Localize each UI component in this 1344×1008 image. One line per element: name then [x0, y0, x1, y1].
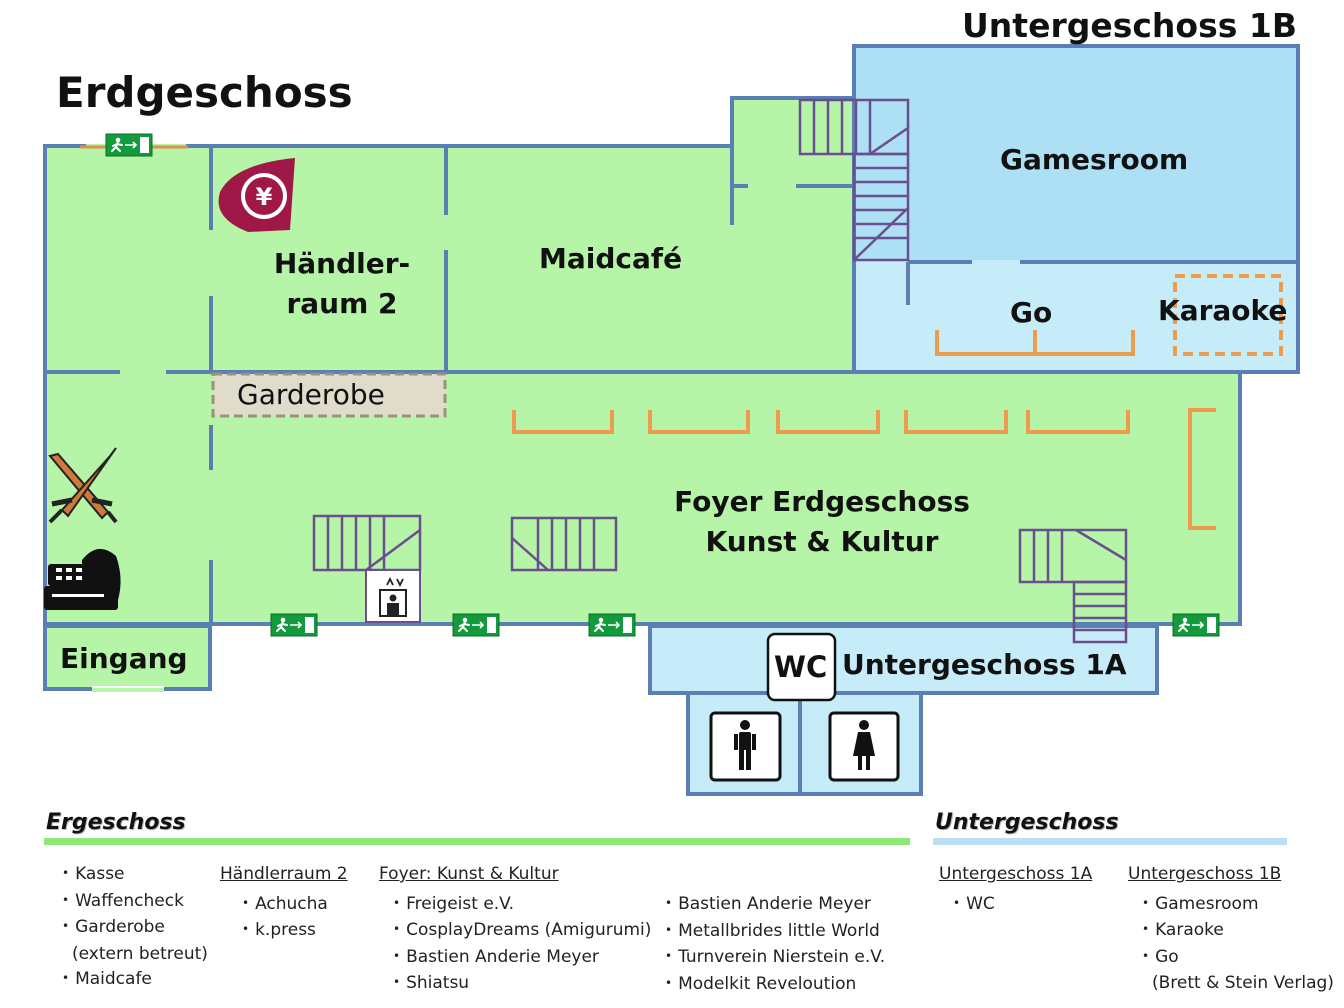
list-item: Gamesroom	[1142, 892, 1334, 919]
list-item: Shiatsu	[393, 971, 651, 998]
ground-floor-title: Erdgeschoss	[56, 68, 353, 117]
garderobe-box	[211, 372, 447, 418]
gamesroom-label: Gamesroom	[1000, 143, 1189, 176]
haendlerraum-line1: Händler-	[273, 247, 411, 280]
exit-sign-icon	[452, 613, 500, 637]
legend-ug1a: Untergeschoss 1A WC	[939, 862, 1092, 918]
tables	[512, 274, 1283, 530]
list-item: Bastien Anderie Meyer	[665, 892, 885, 919]
foyer-line1: Foyer Erdgeschoss	[674, 485, 970, 518]
interior-walls	[45, 146, 854, 626]
basement-legend-rule	[933, 838, 1287, 845]
svg-text:¥: ¥	[256, 183, 273, 211]
list-item: Achucha	[242, 892, 348, 919]
list-item: Garderobe	[62, 915, 208, 942]
list-item: CosplayDreams (Amigurumi)	[393, 918, 651, 945]
exit-sign-icon	[588, 613, 636, 637]
wc-icon	[766, 632, 837, 702]
list-item: Maidcafe	[62, 967, 208, 994]
list-item-note: (Brett & Stein Verlag)	[1152, 973, 1334, 993]
exit-sign-icon	[270, 613, 318, 637]
maidcafe-label: Maidcafé	[539, 242, 683, 275]
list-item: Karaoke	[1142, 918, 1334, 945]
legend-haendler-heading: Händlerraum 2	[220, 864, 348, 884]
eingang-label: Eingang	[60, 642, 188, 675]
ground-legend-rule	[44, 838, 910, 845]
legend-basement-heading: Untergeschoss	[935, 810, 1119, 835]
list-item: Kasse	[62, 862, 208, 889]
cash-register-icon	[44, 548, 121, 610]
stairs	[312, 98, 1128, 644]
legend-foyer-2: Bastien Anderie Meyer Metallbrides littl…	[665, 892, 885, 998]
legend-foyer-heading: Foyer: Kunst & Kultur	[379, 864, 559, 884]
legend-ug1a-heading: Untergeschoss 1A	[939, 864, 1093, 884]
gamesroom-area	[856, 48, 1296, 260]
list-item: Modelkit Reveloution	[665, 972, 885, 999]
legend-haendler: Händlerraum 2 Achucha k.press	[220, 862, 348, 945]
legend-ground-heading: Ergeschoss	[46, 810, 186, 835]
list-item: Metallbrides little World	[665, 919, 885, 946]
elevator-icon	[365, 569, 421, 623]
list-item-note: (extern betreut)	[72, 943, 208, 964]
list-item: Bastien Anderie Meyer	[393, 945, 651, 972]
karaoke-label: Karaoke	[1158, 294, 1288, 327]
basement-1b-title: Untergeschoss 1B	[962, 6, 1297, 45]
legend-ug1b: Untergeschoss 1B Gamesroom Karaoke Go (B…	[1128, 862, 1334, 997]
list-item: Turnverein Nierstein e.V.	[665, 945, 885, 972]
exit-sign-icon	[105, 133, 153, 157]
haendlerraum-label: Händler- raum 2	[252, 244, 432, 324]
legend-ug1b-heading: Untergeschoss 1B	[1128, 864, 1282, 884]
list-item: Go	[1142, 945, 1334, 972]
legend-general: Kasse Waffencheck Garderobe (extern betr…	[62, 862, 208, 994]
female-toilet-icon	[828, 711, 900, 782]
list-item: k.press	[242, 918, 348, 945]
haendlerraum-line2: raum 2	[286, 287, 398, 320]
garderobe-label: Garderobe	[237, 378, 385, 411]
exit-sign-icon	[1172, 613, 1220, 637]
foyer-line2: Kunst & Kultur	[705, 525, 939, 558]
wc-label: WC	[774, 650, 828, 684]
basement-1a-label: Untergeschoss 1A	[842, 648, 1127, 681]
list-item: Waffencheck	[62, 889, 208, 916]
list-item: WC	[953, 892, 1092, 919]
crossed-swords-icon	[48, 447, 118, 524]
legend-foyer: Foyer: Kunst & Kultur Freigeist e.V. Cos…	[379, 862, 651, 998]
go-label: Go	[1010, 296, 1053, 329]
foyer-label: Foyer Erdgeschoss Kunst & Kultur	[652, 482, 992, 562]
yen-icon: ¥	[218, 158, 295, 232]
list-item: Freigeist e.V.	[393, 892, 651, 919]
male-toilet-icon	[709, 711, 782, 782]
